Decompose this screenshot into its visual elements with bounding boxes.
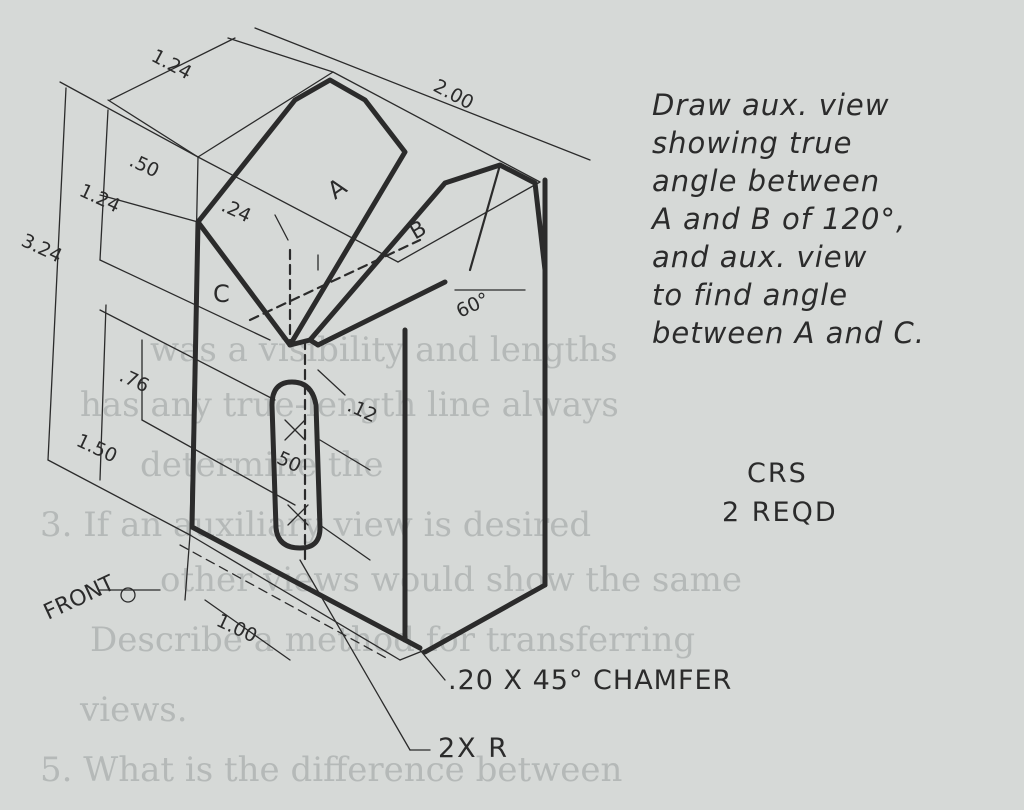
part-outline bbox=[189, 77, 548, 655]
surface-label-b: B bbox=[406, 216, 432, 245]
surface-label-a: A bbox=[322, 172, 352, 205]
dim-angle: 60° bbox=[453, 288, 493, 322]
instruction-note: Draw aux. view showing true angle betwee… bbox=[652, 86, 925, 352]
slot bbox=[269, 379, 323, 551]
chamfer-callout: .20 X 45° CHAMFER bbox=[448, 665, 733, 696]
view-label-front: FRONT bbox=[40, 571, 119, 626]
dimension-lines bbox=[47, 27, 591, 751]
material-label: CRS bbox=[747, 458, 808, 489]
dim-hole-width: .12 bbox=[344, 395, 381, 428]
instruction-line: between A and C. bbox=[652, 316, 925, 350]
instruction-line: and aux. view bbox=[652, 240, 868, 274]
hidden-lines bbox=[248, 238, 422, 562]
dim-groove-offset: .24 bbox=[218, 195, 255, 228]
instruction-line: to find angle bbox=[652, 278, 849, 312]
instruction-line: A and B of 120°, bbox=[652, 202, 907, 236]
dim-lower-height: 1.50 bbox=[73, 430, 121, 468]
quantity-label: 2 REQD bbox=[722, 497, 838, 528]
dim-width: 2.00 bbox=[430, 75, 478, 114]
dim-base-depth: 1.00 bbox=[213, 610, 261, 648]
dim-side-upper: 1.24 bbox=[76, 180, 124, 218]
instruction-line: Draw aux. view bbox=[652, 88, 890, 122]
dim-slot-height: .50 bbox=[126, 150, 163, 183]
instruction-line: angle between bbox=[652, 164, 881, 198]
instruction-line: showing true bbox=[652, 126, 853, 160]
phantom-block bbox=[179, 71, 541, 661]
dim-hole-spacing: .76 bbox=[116, 365, 153, 398]
dimension-labels: 1.24 2.00 .50 1.24 3.24 .24 60° .76 .12 … bbox=[18, 45, 493, 647]
radius-callout: 2X R bbox=[438, 733, 510, 764]
surface-label-c: C bbox=[213, 280, 230, 308]
